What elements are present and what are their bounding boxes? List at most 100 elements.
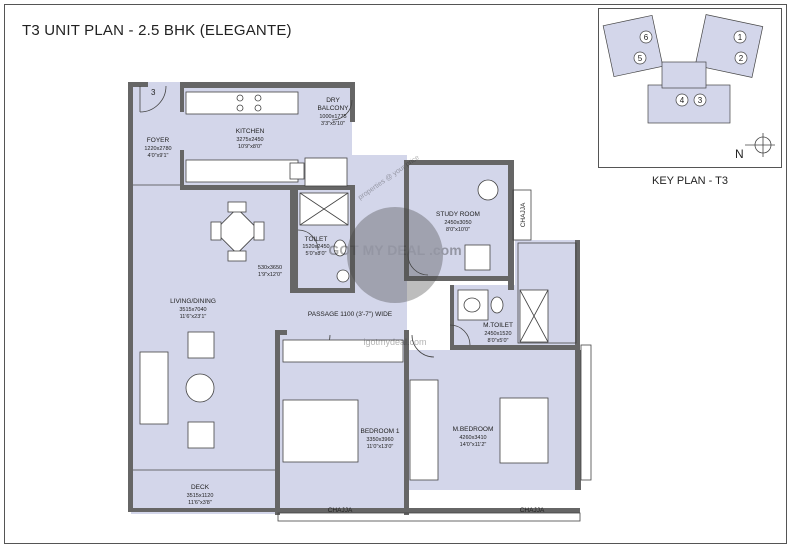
chajja-label-south-left: CHAJJA <box>328 507 353 514</box>
furniture <box>139 179 549 481</box>
key-plan-core <box>661 61 707 89</box>
mtoilet-label: M.TOILET <box>483 322 513 329</box>
alcove-dim-imperial: 1'9"x12'0" <box>258 272 282 278</box>
wall-toilet-south <box>290 288 350 293</box>
unit-marker <box>639 30 653 44</box>
wall-toilet-west <box>290 185 298 292</box>
bed-bedroom1 <box>282 399 359 463</box>
key-plan-wing-center <box>647 84 731 124</box>
study-dim: 2450x3050 <box>444 220 471 226</box>
deck-dim-imperial: 11'6"x3'8" <box>188 500 212 506</box>
mtoilet-basin-bowl <box>463 297 481 313</box>
key-plan-unit-markers: 1 2 3 4 5 6 <box>633 30 748 107</box>
dry-balcony-label-2: BALCONY <box>317 105 349 112</box>
passage-label: PASSAGE 1100 (3'-7") WIDE <box>308 311 393 318</box>
unit-marker <box>733 30 747 44</box>
wall-bedroom1-nw <box>275 330 287 335</box>
deck-label: DECK <box>191 484 210 491</box>
kitchen-dim-imperial: 10'9"x8'0" <box>238 144 262 150</box>
chajja-label-south-right: CHAJJA <box>520 507 545 514</box>
wc <box>333 239 347 257</box>
wall-kitchen-west <box>180 82 184 112</box>
mtoilet-dim: 2450x1520 <box>484 331 511 337</box>
unit-marker-label: 6 <box>644 33 649 42</box>
watermark-logo-text: GOT MY DEAL .com <box>328 242 461 258</box>
wall-kitchen-west-low <box>180 150 184 188</box>
room-labels: 3 FOYER 1220x2780 4'0"x9'1" KITCHEN 3275… <box>144 88 545 514</box>
walls <box>128 82 581 515</box>
entry-door-swing <box>139 85 167 113</box>
shower-cross <box>519 289 549 343</box>
stove-burner <box>236 94 244 102</box>
foyer-label: FOYER <box>147 137 170 144</box>
unit-marker <box>675 93 689 107</box>
mbedroom-dim-imperial: 14'0"x11'2" <box>460 442 487 448</box>
mtoilet-dim-imperial: 8'0"x5'0" <box>488 338 509 344</box>
bedroom1-dim-imperial: 11'0"x13'0" <box>367 444 394 450</box>
watermark-url: igotmydeal.com <box>363 337 426 347</box>
coffee-table <box>185 373 215 403</box>
shower-cross <box>299 192 349 226</box>
kitchen-sink <box>289 162 305 180</box>
unit-marker-label: 2 <box>739 54 744 63</box>
wall-kitchen-south <box>180 185 355 190</box>
wall-study-north <box>404 160 512 165</box>
stove-burner <box>236 104 244 112</box>
balcony-door-swing <box>331 99 353 121</box>
washbasin <box>336 269 350 283</box>
outlines <box>133 85 592 522</box>
wall-balcony-east2 <box>575 240 580 350</box>
foyer-dim-imperial: 4'0"x9'1" <box>148 153 169 159</box>
mbedroom-door-swing <box>411 334 435 358</box>
mbedroom-dim: 4260x3410 <box>459 435 486 441</box>
chajja-label-study: CHAJJA <box>520 202 527 227</box>
dining-chair <box>210 221 222 241</box>
study-chair <box>477 179 499 201</box>
study-label: STUDY ROOM <box>436 211 480 218</box>
watermark-logo <box>347 207 443 303</box>
balcony-counter <box>304 157 348 187</box>
chajja-study <box>512 189 532 241</box>
living-dim: 3515x7040 <box>179 307 206 313</box>
wall-mbedroom-east <box>575 350 581 490</box>
wall-mtoilet-west <box>450 285 454 350</box>
wall-foyer-north <box>128 82 148 87</box>
study-dim-imperial: 8'0"x10'0" <box>446 227 470 233</box>
chajja-south <box>277 512 581 522</box>
wardrobe-mbedroom <box>409 379 439 481</box>
stove-burner <box>254 104 262 112</box>
unit-marker-label: 1 <box>738 33 743 42</box>
wall-mtoilet-south <box>450 345 578 350</box>
dining-table <box>213 207 261 255</box>
living-label: LIVING/DINING <box>170 298 216 305</box>
dining-chair <box>227 250 247 262</box>
bedroom1-label: BEDROOM 1 <box>360 428 399 435</box>
mbedroom-label: M.BEDROOM <box>453 426 494 433</box>
bed-mbedroom <box>499 397 549 464</box>
toilet-dim: 1520x2450 <box>302 244 329 250</box>
stove-burner <box>254 94 262 102</box>
unit-marker-label: 4 <box>680 96 685 105</box>
wall-kitchen-north <box>180 82 352 88</box>
wall-study-east <box>508 160 514 290</box>
key-plan-wing-left <box>602 14 664 78</box>
sofa <box>139 351 169 425</box>
north-label: N <box>735 147 744 161</box>
kitchen-counter-top <box>185 91 299 115</box>
unit-marker <box>693 93 707 107</box>
drawing-frame <box>4 4 787 544</box>
north-arrow-icon: N <box>735 133 775 161</box>
living-dim-imperial: 11'6"x23'1" <box>180 314 207 320</box>
wall-deck-south <box>128 508 280 512</box>
dining-chair <box>253 221 265 241</box>
wall-toilet-east <box>350 185 355 293</box>
toilet-door-swing <box>297 229 319 251</box>
chajja-east <box>580 344 592 481</box>
wall-study-west <box>404 162 409 280</box>
study-door-swing <box>407 254 429 276</box>
dry-balcony-dim-imperial: 3'3"x5'10" <box>321 121 345 127</box>
wall-balcony-east <box>350 82 355 122</box>
kitchen-counter-bottom <box>185 159 299 183</box>
wall-study-south <box>404 276 512 281</box>
unit-marker <box>633 51 647 65</box>
